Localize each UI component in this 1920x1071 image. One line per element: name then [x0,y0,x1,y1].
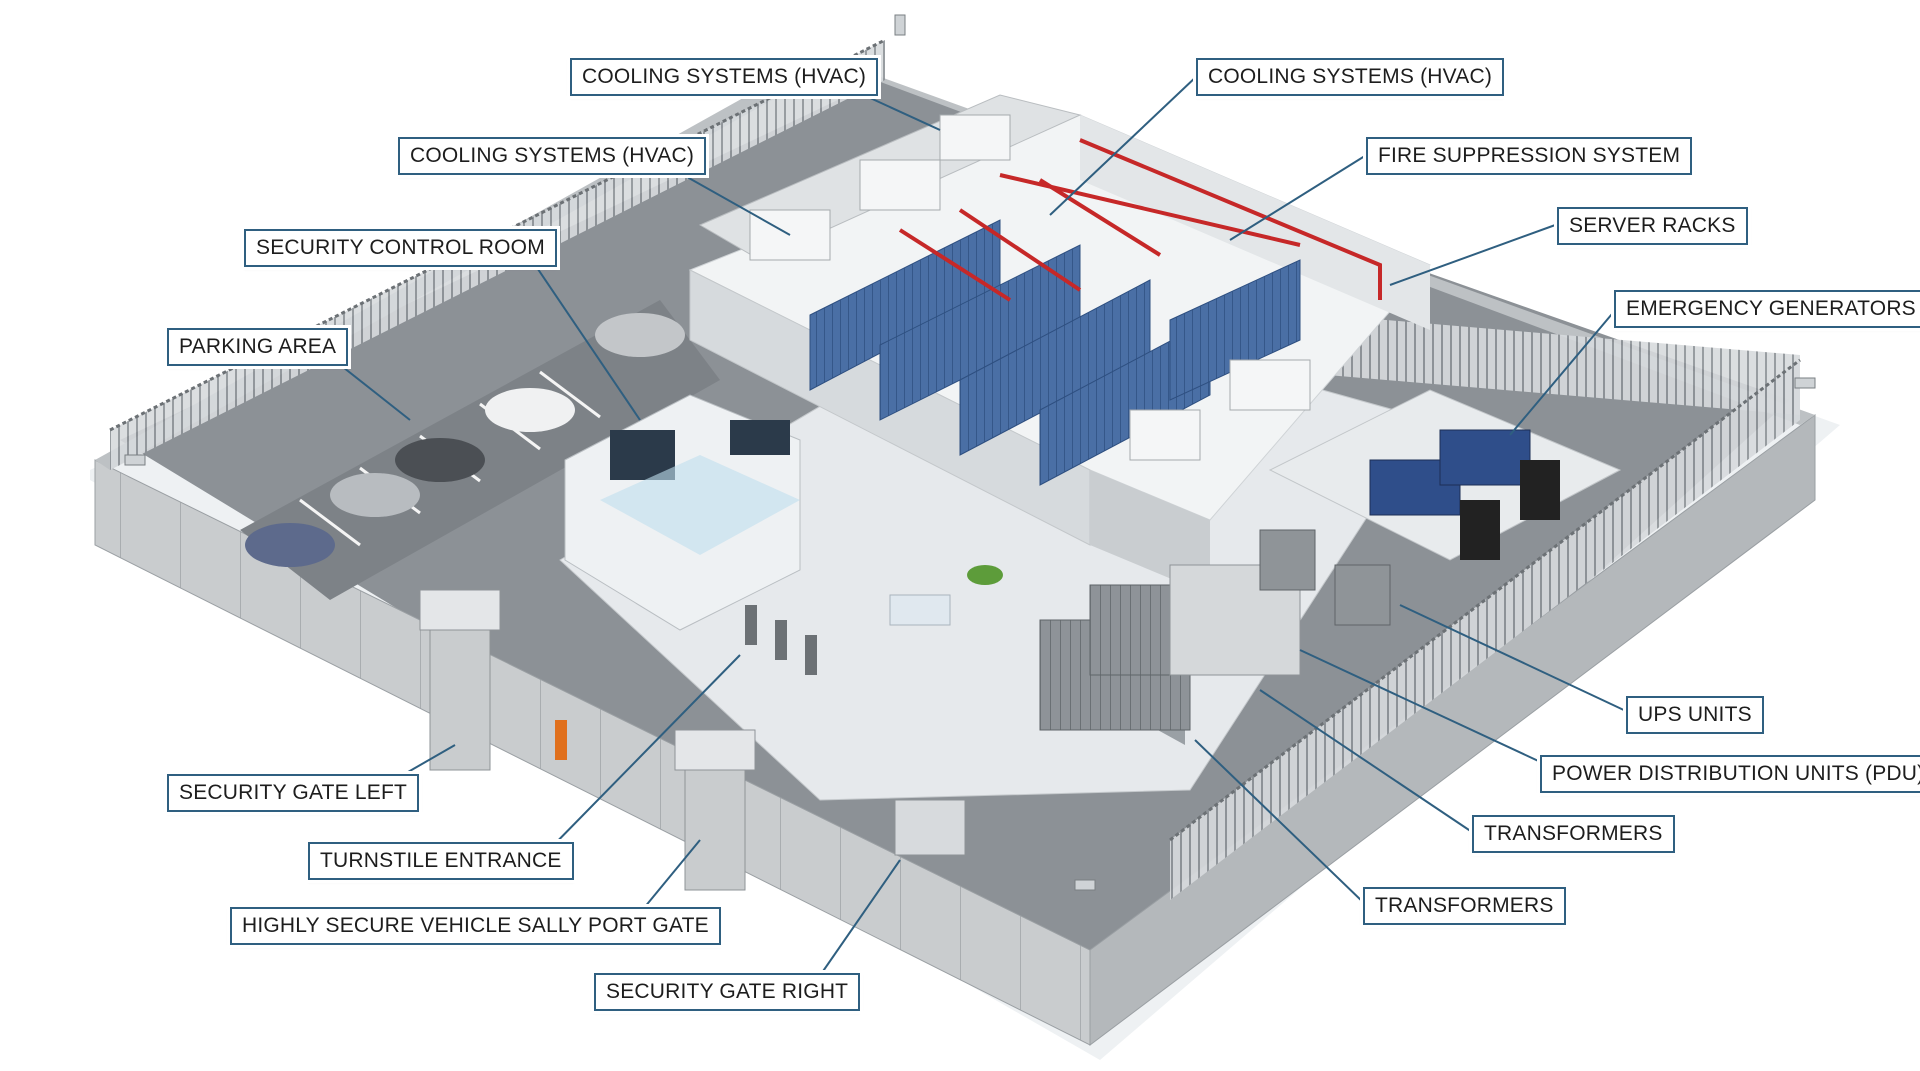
hvac-unit-icon [1229,359,1311,411]
hvac-unit-icon [1129,409,1201,461]
cctv-camera-icon [894,14,906,36]
callout-turnstile-entrance: TURNSTILE ENTRANCE [307,841,575,881]
callout-power-distribution-units: POWER DISTRIBUTION UNITS (PDU) [1538,754,1920,794]
server-racks [809,219,1301,486]
server-rack-icon [1039,319,1211,486]
lobby [745,565,1003,675]
turnstile-icon [745,605,757,645]
cctv-camera-icon [1794,377,1816,389]
car-icon [485,388,575,432]
callout-emergency-generators: EMERGENCY GENERATORS [1613,289,1920,329]
turnstile-icon [805,635,817,675]
car-icon [595,313,685,357]
hvac-unit-icon [859,159,941,211]
turnstile-icon [775,620,787,660]
car-icon [330,473,420,517]
parking-lot [240,300,720,600]
guard-towers [419,589,966,891]
callout-security-gate-left: SECURITY GATE LEFT [165,773,421,813]
callout-parking-area: PARKING AREA [165,327,350,367]
security-control-room [564,394,801,631]
callout-transformers-lower: TRANSFORMERS [1362,886,1567,926]
callout-cooling-systems-mid-left: COOLING SYSTEMS (HVAC) [396,136,708,176]
hvac-unit-icon [939,114,1011,161]
guard-tower-icon [894,799,966,856]
server-rack-icon [1169,259,1301,401]
callout-security-gate-right: SECURITY GATE RIGHT [592,972,862,1012]
callout-security-control-room: SECURITY CONTROL ROOM [243,228,558,268]
callout-cooling-systems-top-right: COOLING SYSTEMS (HVAC) [1194,57,1506,97]
callout-transformers-upper: TRANSFORMERS [1471,814,1676,854]
callout-fire-suppression-system: FIRE SUPPRESSION SYSTEM [1364,136,1694,176]
callout-server-racks: SERVER RACKS [1556,206,1749,246]
cctv-camera-icon [124,454,146,466]
generator-icon [1439,429,1531,486]
transformer-icon [1259,529,1316,591]
transformer-icon [1334,564,1391,626]
callout-ups-units: UPS UNITS [1625,695,1765,735]
cctv-cameras [124,14,1816,891]
monitor-wall-icon [730,420,790,455]
fire-suppression-pipes [898,138,1382,302]
callout-cooling-systems-top-left: COOLING SYSTEMS (HVAC) [568,57,880,97]
cctv-camera-icon [1074,879,1096,891]
car-icon [395,438,485,482]
generator-room [1268,389,1622,561]
power-room [1039,529,1391,745]
car-icon [245,523,335,567]
callout-vehicle-sally-port-gate: HIGHLY SECURE VEHICLE SALLY PORT GATE [229,906,722,946]
roof-hvac [698,94,1311,461]
